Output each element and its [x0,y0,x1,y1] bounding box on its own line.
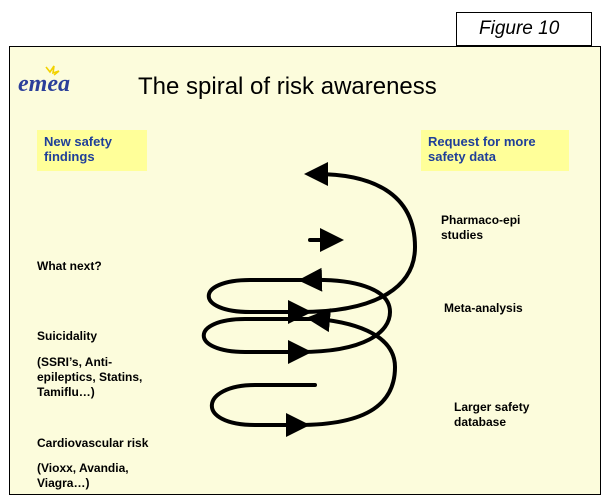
request-more-data-box: Request for more safety data [421,130,569,171]
spiral-segment [209,383,317,437]
cardiovascular-examples-label: (Vioxx, Avandia, Viagra…) [37,461,129,490]
spiral-segment [296,308,398,427]
spiral-segment [298,267,393,354]
suicidality-examples-label: (SSRI’s, Anti-epileptics, Statins, Tamif… [37,355,143,399]
suicidality-label: Suicidality [37,329,98,343]
new-safety-findings-box: New safety findings [37,130,147,171]
spiral-segment [298,162,418,314]
spiral-segment [206,278,312,324]
emea-logo: emea [18,65,70,97]
slide: emea The spiral of risk awareness New sa… [9,46,601,495]
spiral-segment [201,317,320,364]
figure-label: Figure 10 [456,12,592,46]
spiral-segment [310,175,410,237]
slide-title: The spiral of risk awareness [138,73,437,100]
meta-analysis-label: Meta-analysis [444,301,523,315]
cardiovascular-label: Cardiovascular risk [37,436,149,450]
larger-safety-database-label: Larger safety database [454,400,530,429]
logo-text: emea [18,71,70,97]
risk-spiral [201,162,418,437]
what-next-label: What next? [37,259,102,273]
pharmaco-epi-label: Pharmaco-epi studies [441,213,521,242]
